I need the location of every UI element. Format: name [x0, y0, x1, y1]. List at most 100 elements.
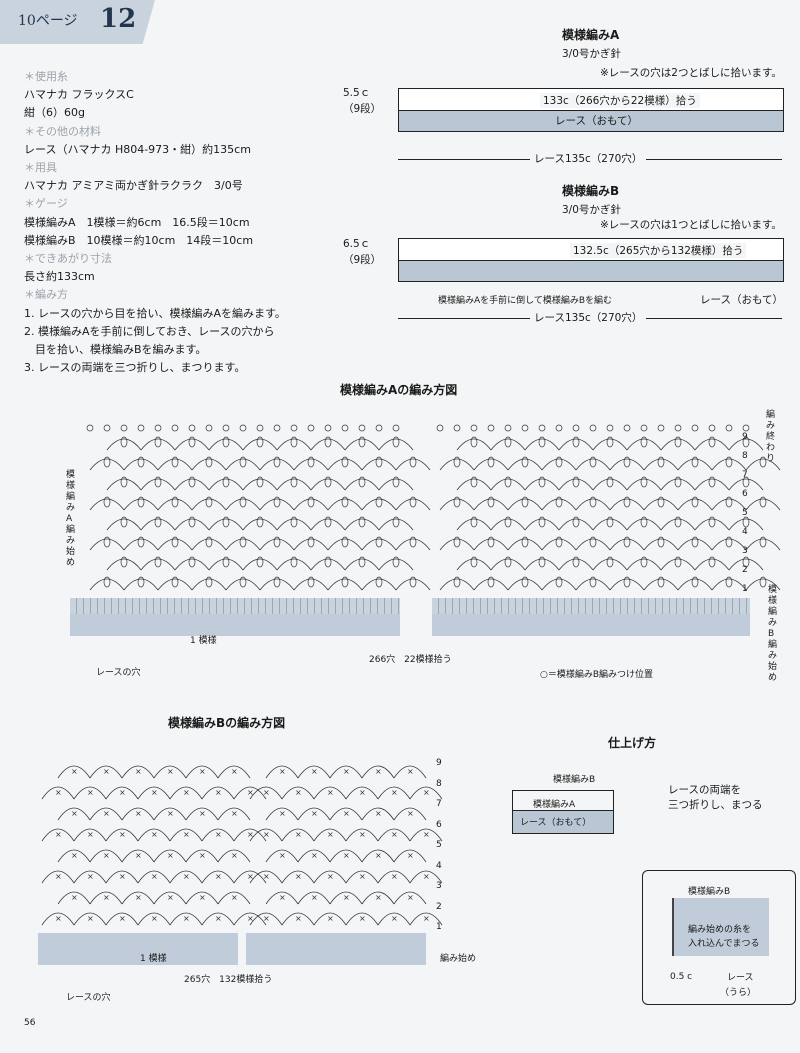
- stitch-loop: [470, 516, 478, 528]
- chain-arc: [281, 828, 315, 842]
- stitch-loop: [256, 476, 264, 488]
- stitch-arc: [208, 558, 244, 571]
- stitch-loop: [120, 436, 128, 448]
- sc-mark: ×: [247, 830, 254, 839]
- stitch-loop: [103, 536, 111, 548]
- sc-mark: ×: [279, 767, 286, 776]
- stitch-loop: [521, 496, 529, 508]
- stitch-loop: [487, 536, 495, 548]
- picot: [273, 424, 281, 432]
- stitch-loop: [171, 576, 179, 588]
- picot: [358, 424, 366, 432]
- sc-mark: ×: [103, 767, 110, 776]
- stitch-loop: [589, 456, 597, 468]
- stitch-arc: [524, 478, 560, 491]
- picot: [640, 424, 648, 432]
- stitch-loop: [538, 436, 546, 448]
- sc-mark: ×: [327, 830, 334, 839]
- stitch-loop: [188, 476, 196, 488]
- chain-arc: [329, 765, 363, 779]
- stitch-arc: [456, 558, 492, 571]
- stitch-loop: [521, 536, 529, 548]
- sc-mark: ×: [407, 851, 414, 860]
- stitch-arc: [456, 518, 492, 531]
- stitch-loop: [640, 436, 648, 448]
- stitch-loop: [555, 456, 563, 468]
- chart-a-start-label: 模様編みA編み始め: [66, 470, 76, 568]
- step-2b: 目を拾い、模様編みBを編みます。: [24, 343, 207, 357]
- chain-arc: [409, 912, 443, 926]
- stitch-loop: [222, 516, 230, 528]
- stitch-loop: [504, 556, 512, 568]
- chain-arc: [265, 849, 299, 863]
- stitch-arc: [575, 578, 611, 591]
- chain-arc: [265, 891, 299, 905]
- chain-arc: [89, 849, 123, 863]
- chain-arc: [137, 786, 171, 800]
- stitch-loop: [307, 576, 315, 588]
- finish-title: 仕上げ方: [608, 736, 657, 750]
- chain-arc: [137, 912, 171, 926]
- sc-mark: ×: [359, 788, 366, 797]
- stitch-arc: [643, 538, 679, 551]
- chart-b-lace-right: [246, 933, 426, 965]
- row-number: 4: [742, 527, 748, 537]
- stitch-loop: [103, 576, 111, 588]
- row-number: 1: [436, 922, 442, 932]
- sc-mark: ×: [359, 914, 366, 923]
- chain-arc: [217, 891, 251, 905]
- row-number: 6: [436, 819, 442, 830]
- stitch-arc: [711, 458, 747, 471]
- stitch-arc: [677, 578, 713, 591]
- sc-mark: ×: [263, 914, 270, 923]
- finish-lace-rect: [512, 810, 614, 834]
- chain-arc: [201, 786, 235, 800]
- chart-a-b-start: 模様編みB編み始め: [768, 585, 778, 683]
- chain-arc: [201, 912, 235, 926]
- chart-a-lace-left: [70, 614, 400, 636]
- chain-arc: [105, 912, 139, 926]
- stitch-arc: [310, 558, 346, 571]
- sc-mark: ×: [311, 809, 318, 818]
- sc-mark: ×: [215, 830, 222, 839]
- chain-arc: [361, 891, 395, 905]
- stitch-loop: [708, 476, 716, 488]
- stitch-arc: [575, 538, 611, 551]
- stitch-loop: [470, 436, 478, 448]
- stitch-loop: [375, 576, 383, 588]
- chain-arc: [121, 765, 155, 779]
- stitch-arc: [225, 538, 261, 551]
- sc-mark: ×: [183, 914, 190, 923]
- stitch-loop: [725, 576, 733, 588]
- pattern-a-note: ※レースの穴は2つとばしに拾います。: [600, 67, 782, 79]
- sc-mark: ×: [199, 767, 206, 776]
- chain-arc: [377, 870, 411, 884]
- picot: [290, 424, 298, 432]
- step-2: 2. 模様編みAを手前に倒しておき、レースの穴から: [24, 324, 275, 338]
- sc-mark: ×: [167, 809, 174, 818]
- finish-lace: レース（おもて）: [520, 818, 592, 828]
- sc-mark: ×: [279, 851, 286, 860]
- finish-detail-lace: [672, 898, 769, 956]
- chain-arc: [57, 807, 91, 821]
- stitch-arc: [208, 478, 244, 491]
- finish-detail-lace-2: （うら）: [720, 988, 757, 998]
- picot: [623, 424, 631, 432]
- chart-b-repeat: 1 模様: [140, 954, 167, 964]
- sc-mark: ×: [151, 872, 158, 881]
- stitch-arc: [310, 518, 346, 531]
- stitch-arc: [89, 458, 125, 471]
- stitch-arc: [694, 558, 730, 571]
- chain-arc: [185, 765, 219, 779]
- chain-arc: [313, 828, 347, 842]
- stitch-arc: [191, 458, 227, 471]
- chain-arc: [185, 807, 219, 821]
- stitch-arc: [106, 438, 142, 451]
- stitch-arc: [361, 578, 397, 591]
- stitch-arc: [541, 578, 577, 591]
- sc-mark: ×: [215, 914, 222, 923]
- stitch-loop: [691, 456, 699, 468]
- stitch-loop: [640, 516, 648, 528]
- sc-mark: ×: [119, 872, 126, 881]
- picot: [103, 424, 111, 432]
